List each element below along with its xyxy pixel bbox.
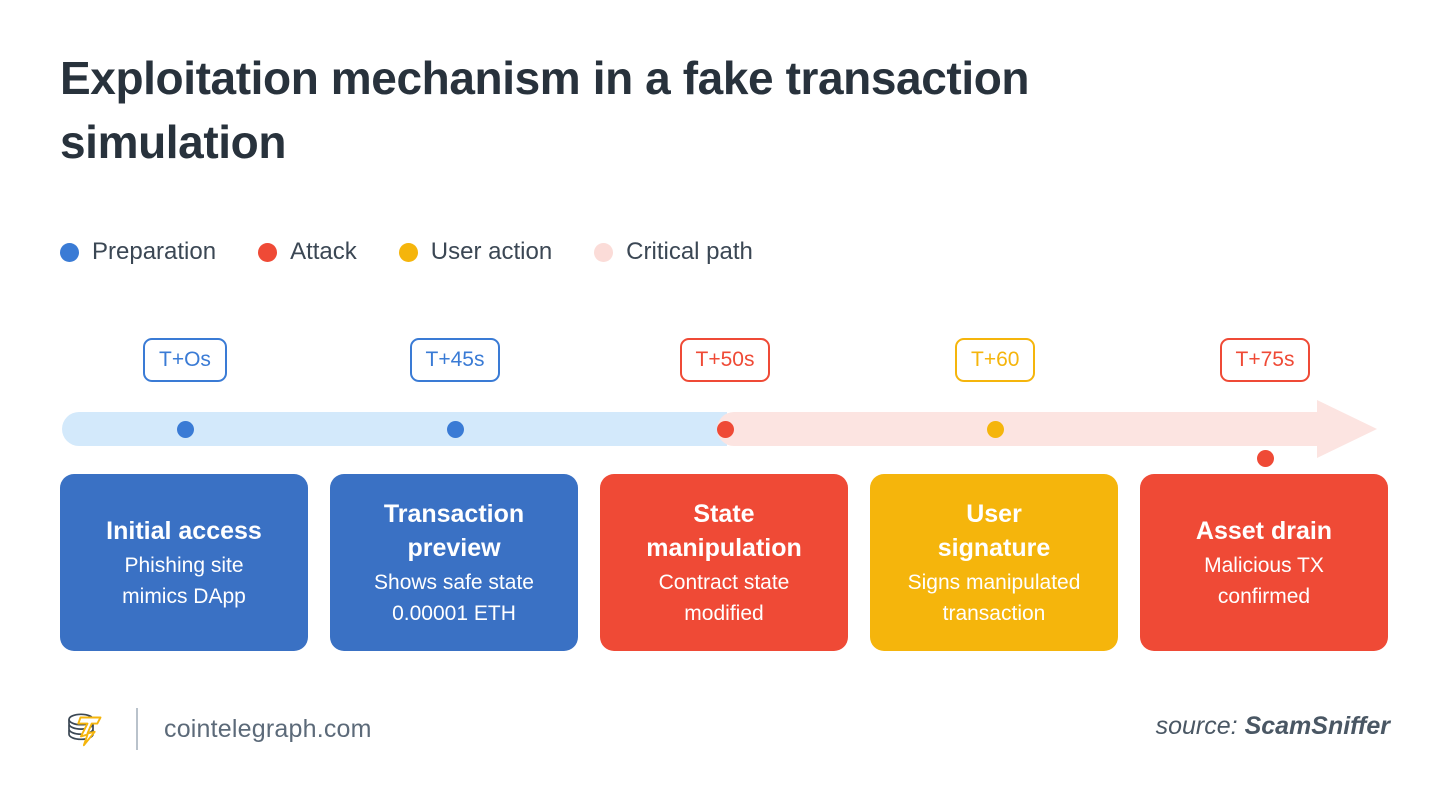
timeline-time-pill: T+75s [1219,338,1311,382]
timeline-bar [62,400,1392,458]
card-description: Signs manipulated transaction [907,570,1081,625]
timeline-time-pill: T+50s [679,338,771,382]
timeline-node-dot [717,421,734,438]
timeline-segment-critical-path [717,412,1337,446]
card-title: Initial access [106,516,262,545]
legend-item: Preparation [60,239,216,265]
cointelegraph-logo-icon [62,706,108,752]
legend-item: Attack [258,239,357,265]
timeline-time-pill: T+45s [409,338,501,382]
page-title: Exploitation mechanism in a fake transac… [60,52,1030,168]
legend-label: Preparation [92,238,217,265]
timeline-node-dot [177,421,194,438]
legend-label: Critical path [626,238,753,265]
legend-label: Attack [290,238,357,265]
timeline-time-pill: T+60 [955,338,1036,382]
legend-item: User action [398,238,553,265]
legend: Preparation Attack User action Critical pat… [60,239,795,265]
footer-source-prefix: source: [1155,712,1238,740]
legend-dot-icon [594,242,614,262]
timeline-time-pill: T+Os [143,338,227,382]
card-title: User signature [937,499,1051,562]
card-title: State manipulation [646,499,802,562]
card-title: Asset drain [1195,516,1333,545]
timeline-node-dot [987,421,1004,438]
legend-dot-icon [398,242,418,262]
legend-dot-icon [258,242,278,262]
footer-url: cointelegraph.com [164,714,372,743]
legend-dot-icon [60,242,79,262]
legend-item: Critical path [594,239,753,265]
card-title: Transaction preview [383,499,525,562]
legend-label: User action [430,238,553,265]
footer-source: source: ScamSniffer [1156,712,1390,741]
footer-divider [136,708,138,750]
timeline-node-dot [447,421,464,438]
card-description: Malicious TX confirmed [1204,553,1324,608]
timeline-arrowhead-icon [1317,400,1377,458]
card-description: Shows safe state 0.00001 ETH [374,570,534,625]
card-description: Contract state modified [658,570,790,625]
timeline-segment-preparation [62,412,727,446]
timeline-node-dot [1257,450,1274,467]
footer-branding: cointelegraph.com [62,706,372,752]
card-description: Phishing site mimics DApp [122,553,246,608]
footer-source-name: ScamSniffer [1244,712,1390,740]
